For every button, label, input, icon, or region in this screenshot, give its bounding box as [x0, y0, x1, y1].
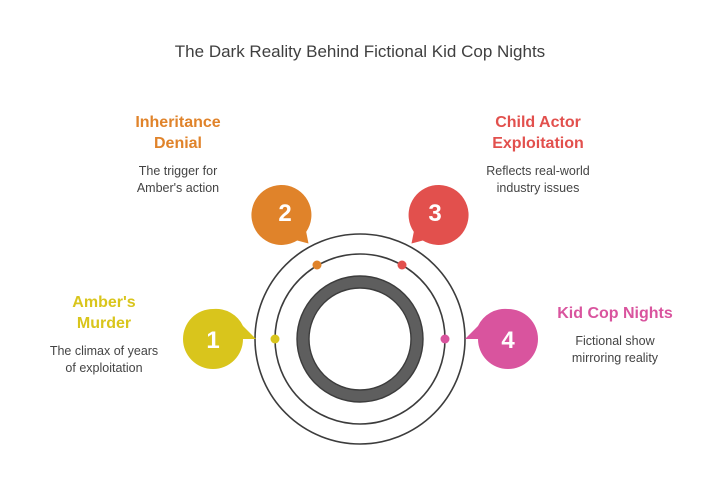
step-4-desc-line1: Fictional show [575, 334, 655, 348]
step-3-desc: Reflects real-world industry issues [468, 163, 608, 197]
outer-ring [254, 233, 466, 445]
step-1-desc-line2: of exploitation [65, 361, 143, 375]
step-4-node: 4 [465, 308, 538, 369]
step-3-marker [397, 260, 407, 270]
core-ring-edge-inner [308, 287, 412, 391]
step-1-marker [270, 334, 280, 344]
step-2-marker [312, 260, 322, 270]
step-4-label-line1: Kid Cop Nights [557, 305, 673, 322]
step-2-desc-line2: Amber's action [136, 181, 220, 195]
step-1-desc: The climax of years of exploitation [34, 343, 174, 377]
step-2-desc-line1: The trigger for [138, 164, 218, 178]
step-3-number: 3 [428, 200, 441, 227]
step-3-label-line1: Child Actor [495, 114, 581, 131]
step-1-label-line2: Murder [76, 315, 132, 332]
step-2-node: 2 [251, 184, 312, 245]
step-3-desc-line1: Reflects real-world [486, 164, 590, 178]
step-1-label: Amber's Murder [44, 292, 164, 334]
step-2-number: 2 [278, 200, 291, 227]
core-ring [297, 276, 423, 402]
step-4-desc-line2: mirroring reality [571, 351, 659, 365]
step-3-label-line2: Exploitation [492, 135, 584, 152]
step-2-label-line1: Inheritance [135, 114, 221, 131]
core-ring-edge-outer [296, 275, 424, 403]
step-1-desc-line1: The climax of years [49, 344, 159, 358]
step-1-number: 1 [206, 327, 219, 354]
step-4-marker [440, 334, 450, 344]
step-4-desc: Fictional show mirroring reality [545, 333, 685, 367]
step-1-node: 1 [183, 308, 256, 369]
step-1-label-line1: Amber's [72, 294, 136, 311]
page-title: The Dark Reality Behind Fictional Kid Co… [174, 42, 546, 61]
step-3-label: Child Actor Exploitation [468, 112, 608, 154]
step-2-label: Inheritance Denial [108, 112, 248, 154]
step-3-node: 3 [408, 184, 469, 245]
step-2-desc: The trigger for Amber's action [113, 163, 243, 197]
step-4-number: 4 [501, 327, 515, 354]
step-3-desc-line2: industry issues [496, 181, 580, 195]
step-2-label-line2: Denial [153, 135, 202, 152]
step-4-label: Kid Cop Nights [540, 303, 690, 324]
